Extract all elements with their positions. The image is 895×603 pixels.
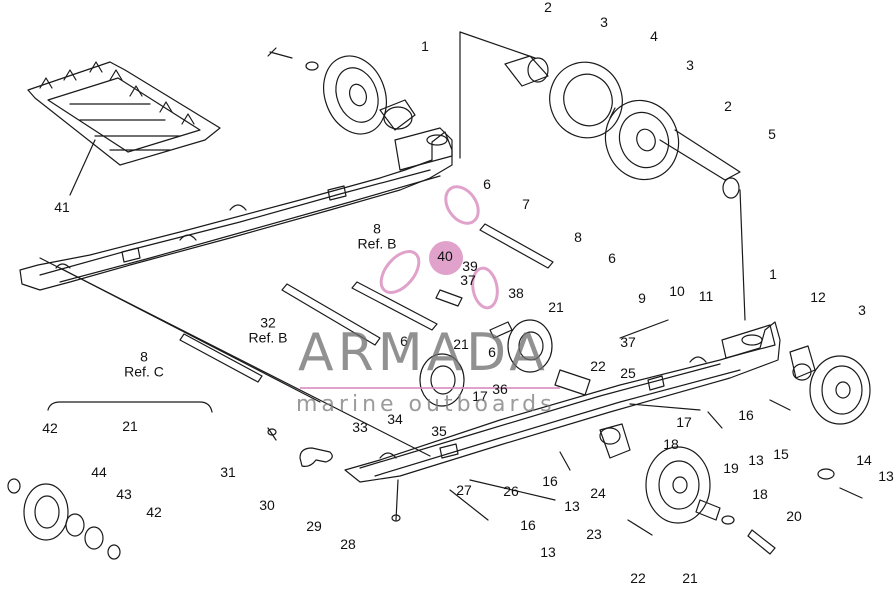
callout-label: 11 xyxy=(698,288,714,304)
callout-label: 3 xyxy=(600,14,608,30)
callout-label: 26 xyxy=(503,483,519,499)
callout-label: 12 xyxy=(810,289,826,305)
rail-near-side xyxy=(344,321,781,483)
callout-label: 2 xyxy=(544,0,552,15)
callout-label: 5 xyxy=(768,126,776,142)
callout-label: 21 xyxy=(453,336,469,352)
callout-label: 18 xyxy=(752,486,768,502)
callout-label: 38 xyxy=(508,285,524,301)
callout-label: 44 xyxy=(91,464,107,480)
callout-label: 6 xyxy=(400,333,408,349)
callout-label: 10 xyxy=(669,283,685,299)
callout-label: 17 xyxy=(676,414,692,430)
callout-label: 19 xyxy=(723,460,739,476)
callout-label: 41 xyxy=(54,199,70,215)
callout-label: 22 xyxy=(630,570,646,586)
callout-label: 4 xyxy=(650,28,658,44)
callout-label: 13 xyxy=(748,452,764,468)
callout-label: 21 xyxy=(122,418,138,434)
callout-label: 17 xyxy=(472,388,488,404)
callout-label: 13 xyxy=(540,544,556,560)
rear-wheel-right xyxy=(769,345,871,499)
watermark-title: ARMADA xyxy=(298,323,549,383)
callout-label: 7 xyxy=(522,196,530,212)
callout-label: 18 xyxy=(663,436,679,452)
callout-label: 2 xyxy=(724,98,732,114)
callout-label: 40 xyxy=(437,248,453,264)
callout-label: 22 xyxy=(590,358,606,374)
callout-label: 13 xyxy=(878,468,894,484)
track-clip-assembly xyxy=(27,61,221,196)
callout-label: 9 xyxy=(638,290,646,306)
mid-idler-wheels xyxy=(419,289,669,407)
callout-label: 25 xyxy=(620,365,636,381)
callout-label: 3 xyxy=(686,57,694,73)
callout-label: 8 xyxy=(574,229,582,245)
callout-label: 15 xyxy=(773,446,789,462)
callout-label: 42 xyxy=(42,420,58,436)
callout-label: 6 xyxy=(483,176,491,192)
callout-label: 28 xyxy=(340,536,356,552)
callout-label: 39 xyxy=(462,258,478,274)
callout-label: 43 xyxy=(116,486,132,502)
callout-label: 1 xyxy=(421,38,429,54)
misc-hardware xyxy=(267,403,723,522)
callout-label: 24 xyxy=(590,485,606,501)
callout-label: 21 xyxy=(548,299,564,315)
left-wheel-group xyxy=(7,401,213,560)
rear-axle-assembly xyxy=(459,31,746,321)
callout-label: 6 xyxy=(488,344,496,360)
callout-label: 13 xyxy=(564,498,580,514)
callout-label: 34 xyxy=(387,411,403,427)
callout-label: 1 xyxy=(769,266,777,282)
armada-logo-mark xyxy=(300,185,560,389)
lower-idler-wheel xyxy=(599,423,776,555)
callout-label: 35 xyxy=(431,423,447,439)
callout-label: 36 xyxy=(492,381,508,397)
callout-label: 29 xyxy=(306,518,322,534)
rail-far-side xyxy=(19,127,453,291)
callout-label: 3 xyxy=(858,302,866,318)
callout-label: 16 xyxy=(520,517,536,533)
watermark-subtitle: marine outboards xyxy=(296,392,556,417)
callout-label: 33 xyxy=(352,419,368,435)
callout-label: 37 xyxy=(460,272,476,288)
callout-label: 16 xyxy=(738,407,754,423)
callout-label: 27 xyxy=(456,482,472,498)
callout-label: 30 xyxy=(259,497,275,513)
callout-label: 20 xyxy=(786,508,802,524)
upper-idler-wheel xyxy=(267,47,416,135)
callout-label: 16 xyxy=(542,473,558,489)
callout-label: 37 xyxy=(620,334,636,350)
callout-label: 6 xyxy=(608,250,616,266)
cross-shafts xyxy=(39,223,554,457)
callout-label: 14 xyxy=(856,452,872,468)
callout-label: 42 xyxy=(146,504,162,520)
callout-label: 31 xyxy=(220,464,236,480)
callout-label: 23 xyxy=(586,526,602,542)
callout-label: 21 xyxy=(682,570,698,586)
